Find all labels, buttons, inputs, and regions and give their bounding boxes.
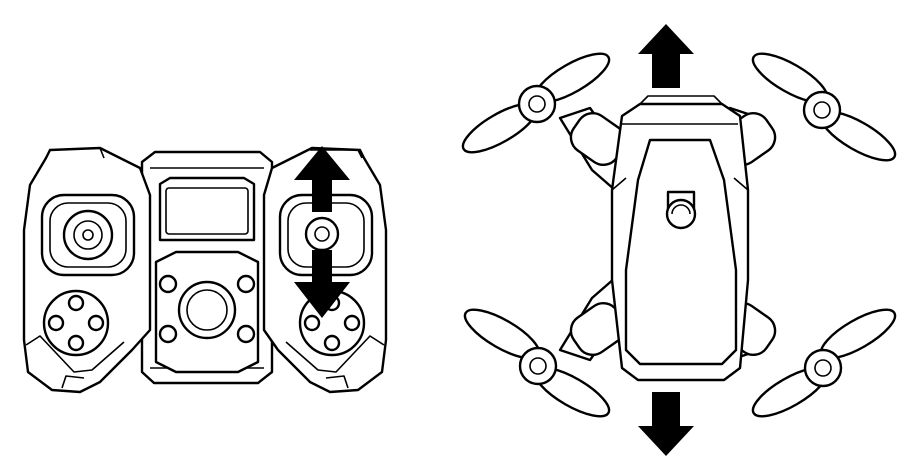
left-button-cluster bbox=[42, 289, 110, 357]
controller-screen bbox=[158, 176, 256, 242]
camera-icon bbox=[665, 190, 697, 230]
drone bbox=[461, 24, 897, 456]
left-joystick bbox=[40, 193, 136, 277]
right-joystick bbox=[278, 193, 374, 277]
propeller-front-right bbox=[751, 52, 897, 162]
propeller-rear-right bbox=[751, 308, 897, 418]
double-vertical-arrow bbox=[294, 146, 350, 318]
propeller-front-left bbox=[461, 52, 611, 154]
center-button-panel bbox=[154, 250, 260, 374]
remote-controller bbox=[22, 146, 388, 394]
up-arrow bbox=[638, 24, 694, 88]
drone-body bbox=[610, 95, 750, 382]
propeller-rear-left bbox=[463, 308, 611, 418]
down-arrow bbox=[638, 392, 694, 456]
